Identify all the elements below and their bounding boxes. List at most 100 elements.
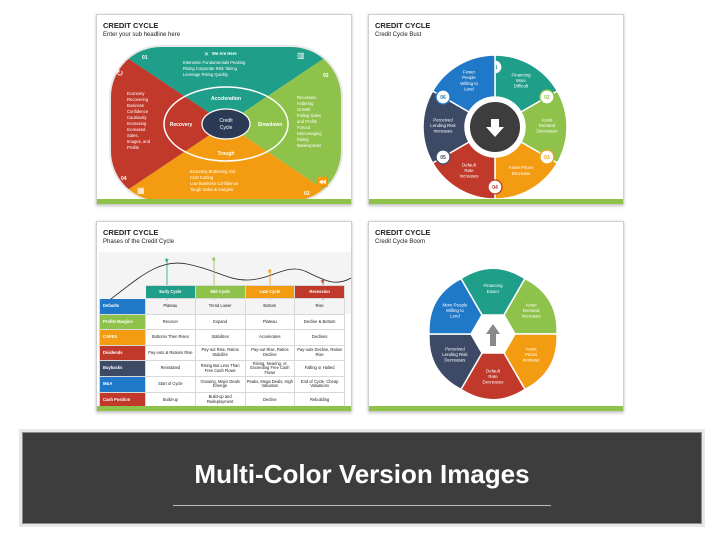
petal-number: 05 [430, 366, 436, 372]
phase-acceleration: Acceleration [211, 96, 241, 102]
left-bullet-7: Increased [127, 127, 146, 132]
number-01: 01 [142, 55, 148, 61]
petal-label: Asset [526, 346, 538, 351]
bottom-bullet-4: Tough Sales & margins [190, 187, 233, 192]
top-bullet-1: Economic Fundamentals Peaking [183, 60, 246, 65]
bottom-bullet-3: Low Business Confidence [190, 181, 239, 186]
multi-color-banner: Multi-Color Version Images [19, 429, 705, 527]
left-bullet-8: Sales, [127, 133, 139, 138]
segment-number-badge [435, 149, 451, 165]
segment-number: 06 [440, 95, 446, 101]
calendar-icon: ▦ [137, 186, 145, 195]
slide-credit-cycle-phases[interactable]: CREDIT CYCLE Enter your sub headline her… [96, 14, 352, 205]
left-bullet-10: Profits [127, 145, 139, 150]
segment-number-badge [539, 149, 555, 165]
segment-number: 05 [440, 155, 446, 161]
petal-label: Decreases [483, 380, 505, 385]
petal-number: 02 [550, 297, 556, 303]
credit-cycle-boom-hexagon: FinancingEasier01AssetDemandIncreases02A… [428, 263, 558, 407]
col-recession: Recession [294, 285, 345, 299]
segment-label: Increases [459, 174, 479, 179]
slide-credit-cycle-boom[interactable]: CREDIT CYCLE Credit Cycle Boom Financing… [368, 221, 624, 412]
left-bullet-9: Images, and [127, 139, 151, 144]
left-bullet-1: Economy [127, 91, 145, 96]
petal-label: More People [442, 302, 467, 307]
petal-label: Lend [450, 314, 460, 319]
right-bullet-9: Bankruptcies [297, 143, 321, 148]
up-arrow-icon [486, 324, 500, 346]
segment-label: Perceived [433, 117, 453, 122]
segment-label: Lending Risk [430, 123, 456, 128]
banner-title: Multi-Color Version Images [194, 459, 530, 489]
rewind-icon: ⏪ [317, 176, 328, 187]
petal-label: Financing [483, 283, 503, 288]
slide-title: CREDIT CYCLE [375, 228, 431, 237]
right-bullet-8: Rising [297, 137, 309, 142]
slide-subtitle: Credit Cycle Bust [375, 32, 422, 38]
quadrant-right [226, 47, 341, 201]
petal-label: Asset [526, 302, 538, 307]
segment-label: Rate [464, 168, 474, 173]
petal-number: 01 [490, 263, 496, 269]
number-04: 04 [121, 176, 127, 182]
segment-label: Asset Prices [509, 165, 534, 170]
right-bullet-4: Falling Sales [297, 113, 321, 118]
segment-label: Demand [539, 123, 556, 128]
recession-star-icon: ★ [320, 278, 325, 285]
credit-cycle-quadrant-diagram: Credit Cycle Acceleration Slowdown Troug… [109, 45, 343, 203]
top-bullet-3: Leverage Rising Quickly [183, 72, 229, 77]
center-label-2: Cycle [220, 125, 233, 131]
petal-label: Increase [523, 358, 540, 363]
phase-recovery: Recovery [170, 122, 193, 128]
col-early-cycle: Early Cycle [145, 285, 196, 299]
number-02: 02 [323, 73, 329, 79]
we-are-here-label: We Are Here [212, 51, 237, 56]
quadrant-top [111, 47, 341, 124]
cycle-arrows-icon: ↻ [116, 68, 124, 78]
slide-credit-cycle-bust[interactable]: CREDIT CYCLE Credit Cycle Bust Financing… [368, 14, 624, 205]
slide-title: CREDIT CYCLE [103, 21, 159, 30]
left-bullet-3: Business [127, 103, 144, 108]
bottom-bullet-2: Cost Cutting [190, 175, 214, 180]
slide-subtitle: Credit Cycle Boom [375, 239, 426, 245]
early-star-icon: ★ [164, 257, 169, 264]
petal-label: Perceived [445, 346, 465, 351]
close-x-icon: ✕ [204, 52, 209, 58]
chart-icon: ▥ [297, 51, 305, 60]
credit-cycle-bust-wheel: FinancingMoreDifficult01AssetDemandDecre… [422, 54, 568, 200]
slide-subtitle: Phases of the Credit Cycle [103, 239, 175, 245]
slide-title: CREDIT CYCLE [103, 228, 159, 237]
down-arrow-icon [486, 119, 504, 137]
segment-label: Lend [464, 86, 474, 91]
segment-label: Increases [433, 129, 453, 134]
right-bullet-1: Recession [297, 95, 317, 100]
petal-label: Lending Risk [442, 352, 468, 357]
svg-text:•: • [187, 60, 189, 65]
bottom-bullet-1: Economy Bottoming Out [190, 169, 236, 174]
center-ellipse [201, 108, 251, 140]
right-bullet-5: and Profits [297, 119, 317, 124]
quadrant-bottom [111, 124, 341, 201]
phase-trough: Trough [218, 151, 235, 157]
banner-underline [173, 505, 551, 506]
segment-label: Decrease [512, 171, 531, 176]
petal-number: 03 [550, 366, 556, 372]
petal-label: Demand [523, 308, 540, 313]
left-bullet-6: Increasing [127, 121, 147, 126]
slide-credit-cycle-table[interactable]: CREDIT CYCLE Phases of the Credit Cycle … [96, 221, 352, 412]
phase-slowdown: Slowdown [258, 122, 283, 128]
segment-label: More [516, 78, 527, 83]
segment-number: 02 [544, 95, 550, 101]
slide-subtitle: Enter your sub headline here [103, 32, 181, 38]
petal-label: Willing to [446, 308, 464, 313]
petal-number: 06 [430, 297, 436, 303]
segment-label: Willing to [460, 81, 478, 86]
segment-number-badge [487, 179, 503, 195]
left-bullet-5: Cautiously [127, 115, 147, 120]
late-star-icon: ★ [267, 268, 272, 275]
petal-label: Decreases [444, 358, 466, 363]
